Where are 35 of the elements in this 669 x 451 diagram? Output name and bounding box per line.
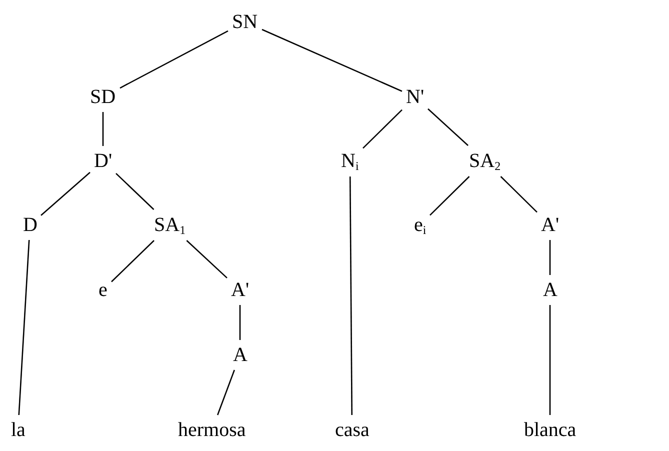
tree-branch [362, 109, 402, 149]
tree-label: D' [93, 149, 114, 173]
tree-label: e$_{i}$ [413, 212, 428, 238]
tree-branch [102, 112, 104, 146]
tree-label: D [22, 213, 38, 237]
tree-branch [217, 370, 235, 416]
tree-branch [18, 240, 30, 416]
tree-label: la [10, 418, 26, 442]
tree-branch [428, 108, 468, 146]
tree-label: N$_{i}$ [340, 148, 360, 174]
tree-branch [116, 172, 154, 210]
tree-branch [549, 240, 551, 275]
tree-label: casa [334, 418, 370, 442]
tree-branch [239, 305, 241, 340]
tree-branch [186, 240, 228, 278]
tree-label: SA$_{1}$ [153, 212, 187, 238]
tree-label: A' [230, 278, 250, 302]
tree-branch [120, 30, 228, 89]
tree-branch [40, 172, 90, 216]
tree-label: A' [540, 213, 560, 237]
tree-label: SD [89, 85, 117, 109]
tree-label: e [98, 278, 108, 302]
tree-label: SN [231, 10, 259, 34]
tree-branch [262, 28, 402, 92]
tree-label: A [542, 278, 558, 302]
tree-branch [500, 176, 538, 213]
tree-label: N' [405, 85, 426, 109]
tree-branch [430, 176, 470, 216]
tree-branch [111, 240, 154, 282]
tree-branch [549, 305, 551, 415]
tree-branch [349, 176, 353, 415]
tree-label: A [232, 343, 248, 367]
tree-label: blanca [523, 418, 578, 442]
tree-label: SA$_{2}$ [468, 148, 502, 174]
tree-label: hermosa [177, 418, 247, 442]
